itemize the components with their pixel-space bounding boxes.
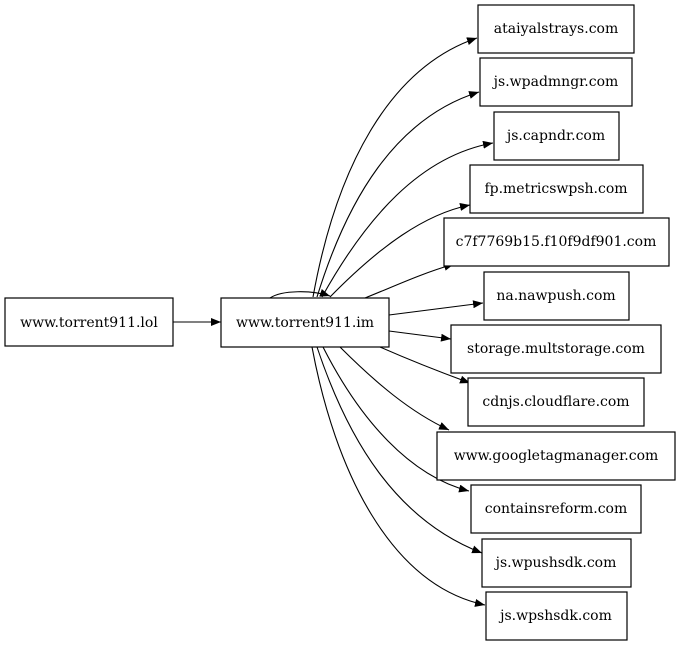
node-target-label: fp.metricswpsh.com — [484, 181, 627, 197]
node-target: www.googletagmanager.com — [436, 431, 676, 481]
edge-hub-to-t2 — [321, 140, 494, 298]
node-target: containsreform.com — [470, 484, 642, 534]
node-source: www.torrent911.lol — [4, 297, 174, 347]
node-target-label: na.nawpush.com — [496, 288, 615, 304]
node-target: js.wpshsdk.com — [485, 591, 628, 641]
edge-hub-to-t8 — [339, 346, 450, 431]
node-target-label: storage.multstorage.com — [467, 341, 645, 357]
node-target-label: containsreform.com — [485, 501, 628, 517]
edge-hub-to-t7 — [379, 346, 471, 384]
edges-group — [173, 37, 494, 607]
edge-hub-to-t10 — [316, 346, 483, 554]
node-hub: www.torrent911.im — [220, 297, 390, 348]
node-hub-label: www.torrent911.im — [236, 315, 374, 331]
edge-hub-to-t6 — [388, 330, 452, 342]
node-target: na.nawpush.com — [483, 271, 630, 321]
node-target-label: js.wpshsdk.com — [498, 608, 612, 624]
edge-hub-to-t5 — [388, 300, 484, 316]
node-target: ataiyalstrays.com — [477, 4, 635, 54]
node-target: storage.multstorage.com — [450, 324, 662, 374]
edge-hub-to-t4 — [364, 262, 455, 299]
node-target: fp.metricswpsh.com — [469, 164, 644, 214]
node-target-label: js.wpushsdk.com — [494, 555, 617, 571]
node-target: js.wpadmngr.com — [479, 57, 633, 107]
node-target-label: ataiyalstrays.com — [494, 21, 618, 37]
node-target: c7f7769b15.f10f9df901.com — [443, 217, 670, 267]
edge-hub-to-t0 — [312, 37, 478, 298]
node-target-label: js.capndr.com — [505, 128, 605, 144]
node-target-label: www.googletagmanager.com — [454, 448, 659, 464]
node-target: cdnjs.cloudflare.com — [467, 377, 645, 427]
node-source-label: www.torrent911.lol — [20, 315, 158, 331]
edge-hub-to-t3 — [329, 203, 471, 298]
node-target-label: c7f7769b15.f10f9df901.com — [456, 234, 657, 250]
node-target: js.capndr.com — [493, 111, 620, 161]
nodes-group: www.torrent911.lol www.torrent911.im ata… — [4, 4, 676, 641]
edge-hub-to-t1 — [316, 91, 480, 298]
node-target: js.wpushsdk.com — [481, 538, 632, 588]
node-target-label: js.wpadmngr.com — [492, 74, 619, 90]
node-target-label: cdnjs.cloudflare.com — [482, 394, 629, 410]
edge-hub-to-t11 — [311, 346, 486, 607]
edge-hub-to-t9 — [322, 346, 470, 493]
edge-hub-self-loop — [269, 289, 331, 299]
